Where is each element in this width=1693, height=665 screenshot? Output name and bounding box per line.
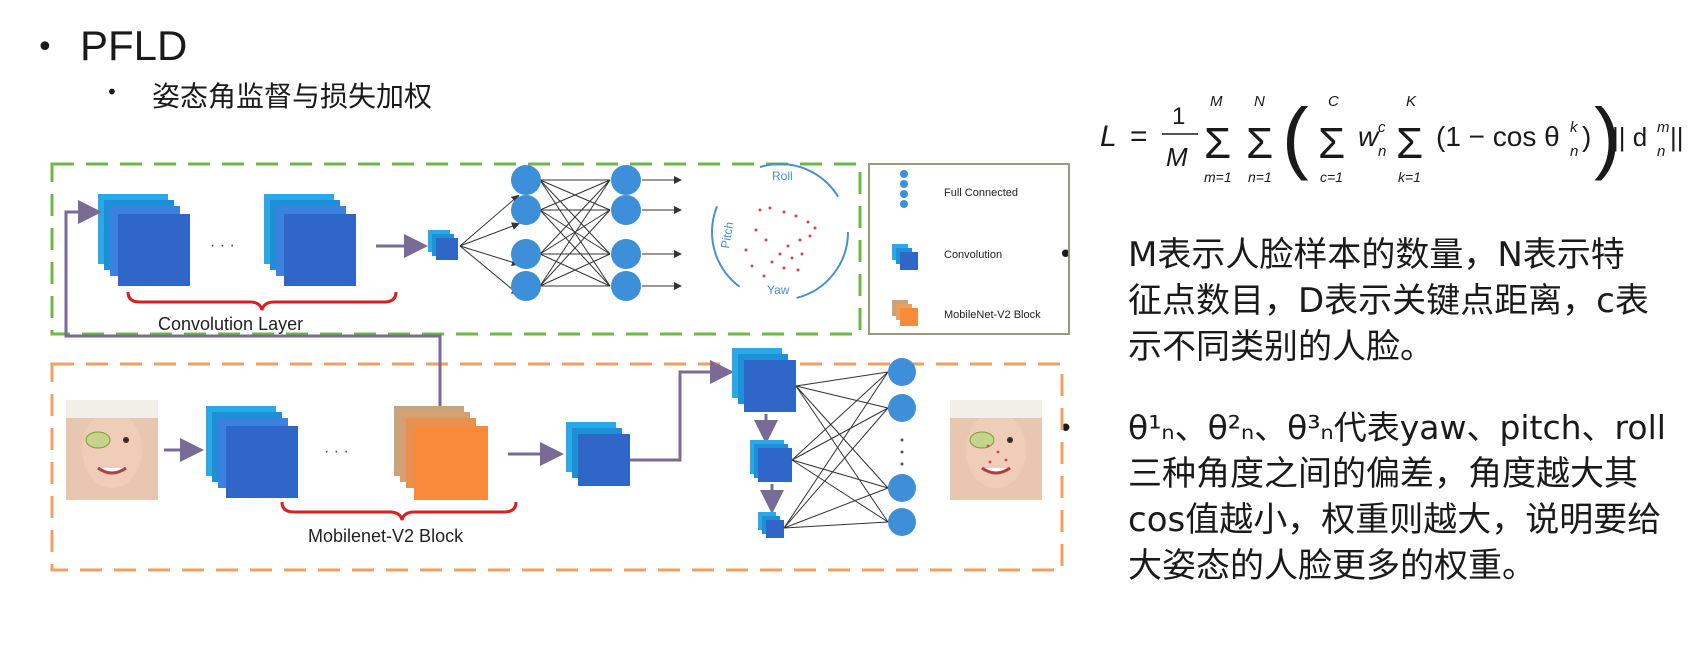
conv-stack-1 [98,194,190,286]
sum-n-bottom: n=1 [1248,169,1272,185]
note-1-line-2: 征点数目，D表示关键点距离，c表 [1128,281,1649,321]
formula-frac-num: 1 [1172,103,1185,130]
roll-label: Roll [772,169,793,183]
slide-title: PFLD [80,22,188,69]
bottom-conv-stack [206,406,298,498]
ellipsis-bottom: · · · [324,443,349,460]
cos-term: (1 − cos θ [1436,121,1560,152]
close-small-paren: ) [1582,121,1591,152]
note-2-bullet: • [1058,414,1074,444]
weight-w: w [1358,121,1380,152]
mobilenet-bracket [280,501,518,521]
sum-c-sigma: Σ [1318,119,1345,168]
sum-m-bottom: m=1 [1204,169,1232,185]
title-bullet: • [36,30,54,65]
d-sup: m [1657,119,1670,136]
weight-sup: c [1378,119,1386,136]
aux-conv-stack-1 [566,422,630,486]
sum-n-top: N [1254,93,1265,110]
sum-k-sigma: Σ [1396,119,1423,168]
arrow-to-aux-upper [630,360,734,462]
yaw-label: Yaw [767,283,790,297]
aux-fc-edges [783,371,889,529]
legend-conv-label: Convolution [944,249,1002,261]
legend-box [868,163,1070,335]
slide-subtitle: 姿态角监督与损失加权 [152,80,433,113]
norm-open: || d [1612,122,1647,152]
conv-layer-bracket [126,291,398,311]
legend: Full Connected Convolution MobileNet-V2 … [892,170,1041,326]
note-2: θ¹ₙ、θ²ₙ、θ³ₙ代表yaw、pitch、roll 三种角度之间的偏差，角度… [1128,405,1683,589]
big-paren-close: ) [1594,92,1621,181]
skip-connection-arrow [64,200,442,430]
aux-conv-stack-4 [758,512,784,538]
small-conv-block [428,230,458,260]
sum-c-bottom: c=1 [1320,169,1343,185]
fc-edges [459,176,682,296]
sum-c-top: C [1328,93,1339,110]
aux-conv-stack-3 [750,440,792,482]
input-face-image [66,400,158,500]
note-1: M表示人脸样本的数量，N表示特 征点数目，D表示关键点距离，c表 示不同类别的人… [1128,232,1683,370]
note-1-line-3: 示不同类别的人脸。 [1128,327,1434,367]
backbone-box [50,162,862,336]
legend-mobilenet-label: MobileNet-V2 Block [944,309,1041,321]
formula-frac-den: M [1166,142,1188,172]
conv-stack-2 [264,194,356,286]
output-face-image [950,400,1042,500]
pfld-architecture-diagram: · · · Convolution Layer Roll Pitch [50,162,1070,572]
big-paren-open: ( [1282,92,1309,181]
sum-k-bottom: k=1 [1398,169,1421,185]
note-2-line-2: 三种角度之间的偏差，角度越大其 [1128,454,1638,494]
pose-angles-graphic: Roll Pitch Yaw [711,163,849,301]
subtitle-bullet: • [106,80,118,104]
aux-conv-stack-2 [732,348,796,412]
theta-sup: k [1570,119,1579,136]
loss-formula: L = 1 M M Σ m=1 N Σ n=1 ( C Σ c=1 w c n … [1100,92,1684,185]
weight-sub: n [1378,143,1386,160]
formula-L: L [1100,120,1117,153]
sum-n-sigma: Σ [1246,119,1273,168]
pitch-label: Pitch [718,221,736,250]
theta-sub: n [1570,143,1578,160]
note-2-line-3: cos值越小，权重则越大，说明要给 [1128,500,1662,540]
auxiliary-box [50,362,1064,572]
note-2-line-1: θ¹ₙ、θ²ₙ、θ³ₙ代表yaw、pitch、roll [1128,408,1666,447]
formula-equals: = [1130,120,1148,153]
conv-layer-label: Convolution Layer [158,314,303,334]
note-1-line-1: M表示人脸样本的数量，N表示特 [1128,235,1625,275]
d-sub: n [1657,143,1665,160]
mobilenet-stack [394,406,488,500]
sum-k-top: K [1406,93,1417,110]
note-2-line-4: 大姿态的人脸更多的权重。 [1128,546,1536,586]
ellipsis-top: · · · [210,237,235,254]
norm-close: || [1670,122,1684,152]
legend-fc-label: Full Connected [944,187,1018,199]
fc-nodes [511,165,641,301]
note-1-bullet: • [1058,240,1074,270]
sum-m-sigma: Σ [1204,119,1231,168]
sum-m-top: M [1210,93,1223,110]
face-landmarks [744,206,817,278]
mobilenet-label: Mobilenet-V2 Block [308,526,464,546]
aux-fc-nodes [888,358,916,536]
